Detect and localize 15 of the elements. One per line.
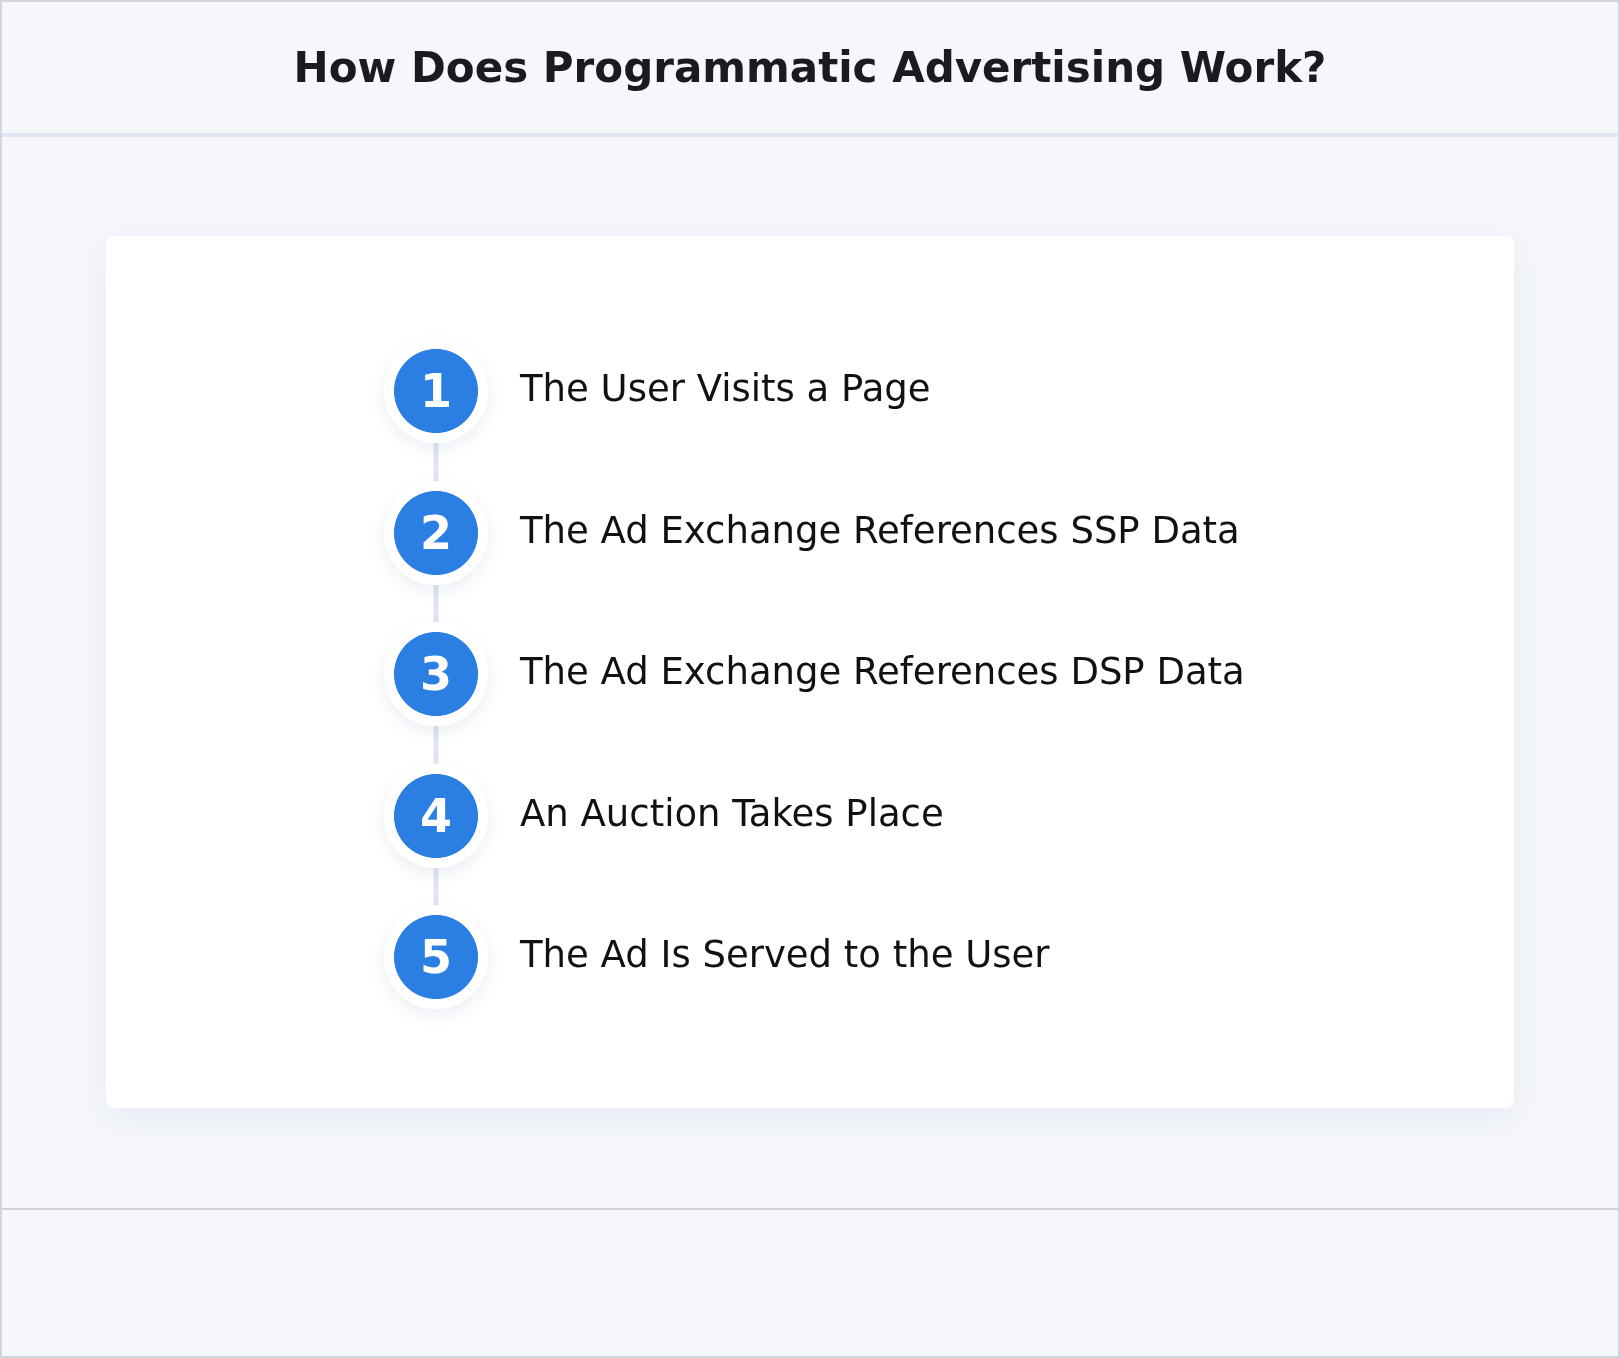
step-label: The Ad Exchange References DSP Data xyxy=(520,649,1245,695)
step-number: 3 xyxy=(420,651,452,697)
connector-line xyxy=(433,443,439,481)
step-label: The Ad Exchange References SSP Data xyxy=(520,508,1240,554)
step-number: 4 xyxy=(420,793,452,839)
step-number: 2 xyxy=(420,510,452,556)
connector-line xyxy=(433,585,439,622)
step-number: 5 xyxy=(420,934,452,980)
connector-line xyxy=(433,726,439,764)
step-label: An Auction Takes Place xyxy=(520,791,944,837)
step-number: 1 xyxy=(420,368,452,414)
diagram-title: How Does Programmatic Advertising Work? xyxy=(292,42,1328,94)
connector-line xyxy=(433,868,439,905)
step-label: The User Visits a Page xyxy=(520,366,931,412)
step-label: The Ad Is Served to the User xyxy=(520,932,1050,978)
